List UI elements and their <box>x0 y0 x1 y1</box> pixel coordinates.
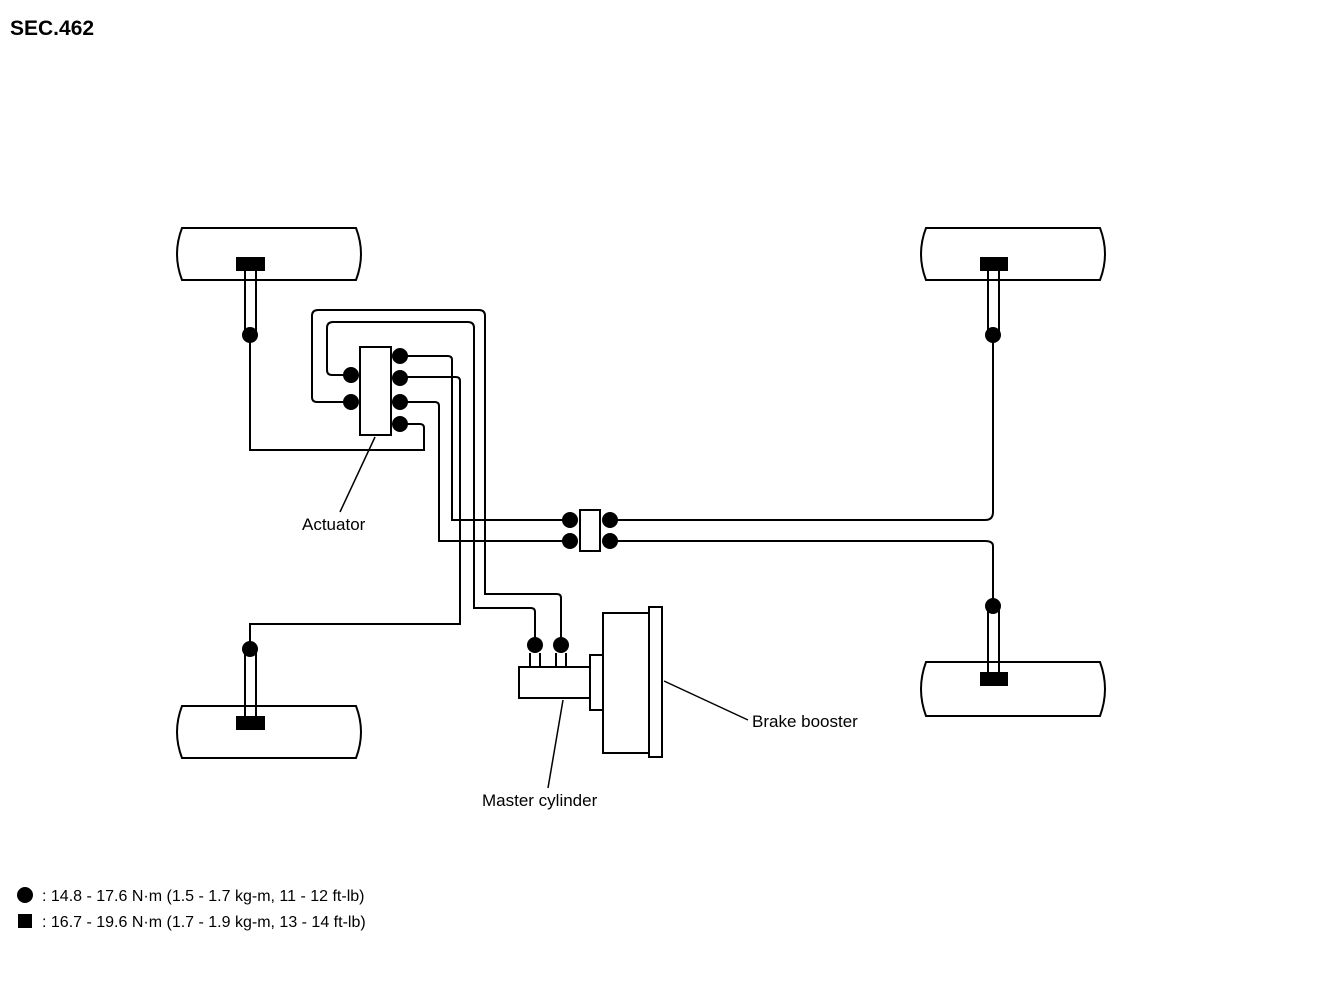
flare-nuts <box>242 327 1001 657</box>
front-right-tube <box>610 335 994 521</box>
round-fitting <box>343 394 359 410</box>
rear-left-wheel <box>176 705 362 759</box>
round-fitting <box>562 512 578 528</box>
torque-legend: : 14.8 - 17.6 N·m (1.5 - 1.7 kg-m, 11 - … <box>17 887 366 931</box>
master-cylinder-tube-secondary <box>311 309 562 645</box>
round-fitting <box>553 637 569 653</box>
master-cylinder-leader <box>547 699 564 789</box>
brake-booster-leader <box>663 680 749 721</box>
section-title: SEC.462 <box>10 17 94 40</box>
actuator-body <box>359 346 392 436</box>
two-way-connector <box>579 509 601 552</box>
round-fitting <box>562 533 578 549</box>
brake-hoses <box>244 270 1000 718</box>
master-cylinder-label: Master cylinder <box>482 791 598 810</box>
brake-tubes <box>249 309 994 649</box>
round-fitting <box>242 327 258 343</box>
round-fitting <box>527 637 543 653</box>
actuator-leader <box>339 436 376 513</box>
round-fitting <box>392 416 408 432</box>
actuator-label: Actuator <box>302 515 366 534</box>
front-left-tube <box>249 335 425 451</box>
round-fitting <box>392 394 408 410</box>
round-fitting <box>602 512 618 528</box>
rear-right-wheel <box>920 661 1106 717</box>
round-fitting <box>392 370 408 386</box>
round-fitting <box>392 348 408 364</box>
master-cylinder <box>518 653 604 711</box>
master-cylinder-tube-primary <box>326 321 536 645</box>
legend-circle-icon <box>17 887 33 903</box>
square-fitting <box>236 257 265 271</box>
rear-left-tube <box>249 376 461 649</box>
rear-right-tube <box>610 540 994 606</box>
wheel-connections <box>236 257 1008 730</box>
legend-circle-text: : 14.8 - 17.6 N·m (1.5 - 1.7 kg-m, 11 - … <box>42 888 364 905</box>
round-fitting <box>602 533 618 549</box>
round-fitting <box>985 598 1001 614</box>
round-fitting <box>985 327 1001 343</box>
round-fitting <box>343 367 359 383</box>
round-fitting <box>242 641 258 657</box>
legend-square-icon <box>18 914 32 928</box>
brake-booster-label: Brake booster <box>752 712 858 731</box>
rear-right-tube-to-actuator <box>400 401 570 542</box>
brake-booster <box>602 606 663 758</box>
front-left-wheel <box>176 227 362 281</box>
square-fitting <box>236 716 265 730</box>
front-right-wheel <box>920 227 1106 281</box>
legend-square-text: : 16.7 - 19.6 N·m (1.7 - 1.9 kg-m, 13 - … <box>42 914 366 931</box>
square-fitting <box>980 257 1008 271</box>
front-right-tube-to-actuator <box>400 355 570 521</box>
square-fitting <box>980 672 1008 686</box>
leader-lines <box>339 436 749 789</box>
